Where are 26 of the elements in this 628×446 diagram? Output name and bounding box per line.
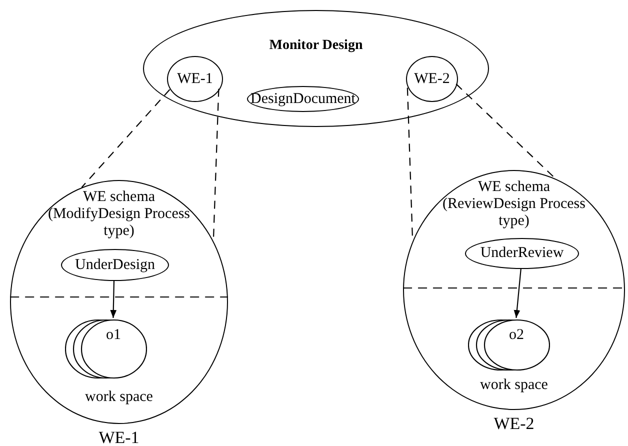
work-environment-ellipse: [167, 56, 223, 102]
state-ellipse: [61, 249, 169, 281]
object-stack: [65, 319, 147, 379]
process-ellipse: [143, 10, 489, 127]
workspace-label: work space: [480, 377, 548, 394]
object-label: o2: [509, 327, 524, 344]
document-ellipse: [247, 86, 359, 112]
arrow: [110, 280, 117, 318]
zoom-line: [456, 84, 556, 180]
object-label: o1: [106, 327, 121, 344]
object-stack: [468, 319, 550, 371]
node-label: WE-1: [177, 70, 213, 88]
arrow: [514, 268, 522, 318]
environment-caption: WE-2: [494, 414, 534, 433]
node-label: WE-2: [414, 70, 450, 88]
node-label: UnderDesign: [75, 256, 155, 274]
environment-caption: WE-1: [98, 428, 140, 446]
schema-label: WE schema (ReviewDesign Process type): [442, 179, 586, 230]
process-title: Monitor Design: [269, 37, 363, 54]
workspace-label: work space: [85, 389, 153, 406]
node-label: UnderReview: [480, 245, 564, 262]
schema-label: WE schema (ModifyDesign Process type): [46, 189, 192, 240]
node-label: DesignDocument: [250, 90, 356, 108]
work-environment-ellipse: [406, 56, 458, 102]
state-ellipse: [465, 238, 579, 269]
zoom-line: [81, 89, 170, 188]
